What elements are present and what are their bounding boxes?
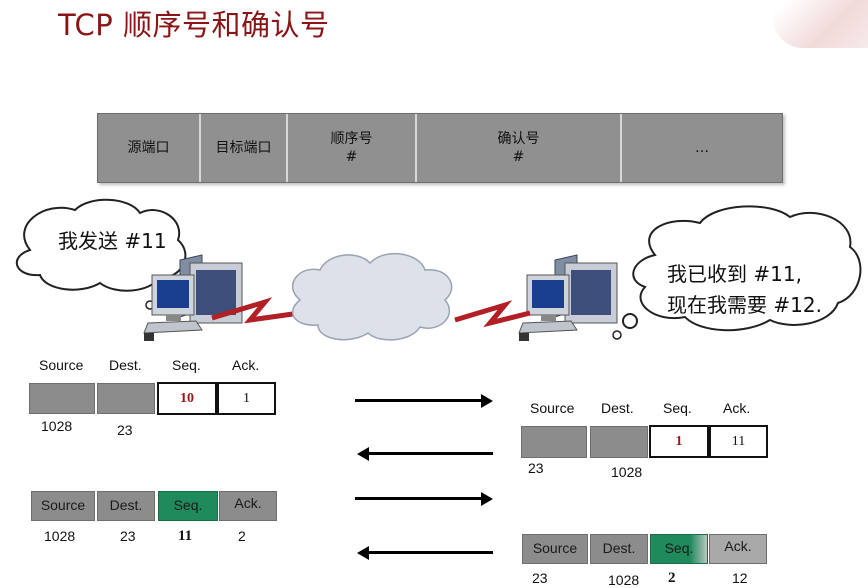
arrow-right (355, 497, 482, 500)
packet2-dest-field (590, 426, 648, 458)
page-title: TCP 顺序号和确认号 (58, 2, 329, 44)
packet1-ack-value: 1 (243, 391, 250, 406)
bubble-left-text: 我发送 #11 (58, 226, 167, 257)
packet2-source-field (521, 426, 587, 458)
field-dest-port: 目标端口 (201, 114, 288, 182)
packet1-seq-field: 10 (157, 382, 217, 415)
packet2-seq-field: 1 (649, 425, 709, 458)
packet1-dest-field (97, 383, 155, 414)
field-label: … (695, 139, 709, 157)
tcp-header-fields: 源端口 目标端口 顺序号 # 确认号 # … (97, 113, 783, 183)
packet4-ack-value: 12 (732, 570, 748, 586)
col-label-seq: Seq. (663, 400, 692, 416)
field-symbol: # (346, 148, 358, 166)
col-label-dest: Dest. (601, 400, 634, 416)
col-label-ack: Ack. (723, 400, 750, 416)
packet4-ack-field: Ack. (709, 534, 767, 564)
field-source-port: 源端口 (98, 114, 201, 182)
field-label: 确认号 (498, 130, 540, 148)
col-label-source: Source (39, 357, 83, 373)
packet3-ack-field: Ack. (219, 491, 277, 521)
field-ack-number: 确认号 # (417, 114, 622, 182)
packet3-source-field: Source (31, 491, 95, 521)
col-label-ack: Ack. (232, 357, 259, 373)
arrow-right-head (481, 394, 493, 408)
packet2-ack-field: 11 (709, 425, 768, 458)
packet2-source-value: 23 (528, 460, 544, 476)
packet2-ack-value: 11 (732, 434, 745, 449)
packet2-dest-value: 1028 (611, 464, 642, 480)
cloud-icon (293, 254, 452, 340)
col-label-ack: Ack. (234, 495, 261, 511)
packet4-dest-field: Dest. (590, 534, 648, 564)
packet4-seq-value: 2 (668, 570, 676, 587)
field-symbol: # (513, 148, 525, 166)
packet3-ack-value: 2 (238, 528, 246, 544)
arrow-left (368, 551, 493, 554)
arrow-left (368, 452, 493, 455)
packet2-seq-value: 1 (676, 434, 683, 449)
col-label-seq: Seq. (174, 497, 203, 513)
field-sequence-number: 顺序号 # (288, 114, 417, 182)
packet4-dest-value: 1028 (608, 572, 639, 588)
packet3-seq-value: 11 (178, 528, 192, 545)
arrow-left-head (357, 546, 369, 560)
col-label-seq: Seq. (172, 357, 201, 373)
packet1-ack-field: 1 (217, 382, 276, 415)
col-label-source: Source (533, 540, 577, 556)
col-label-source: Source (41, 497, 85, 513)
packet3-dest-field: Dest. (97, 491, 155, 521)
field-label: 顺序号 (331, 130, 373, 148)
field-label: 源端口 (128, 139, 170, 157)
packet3-seq-field: Seq. (158, 491, 218, 521)
col-label-seq: Seq. (665, 540, 694, 556)
packet4-source-field: Source (522, 534, 588, 564)
packet1-source-field (29, 383, 95, 414)
col-label-dest: Dest. (603, 540, 636, 556)
field-more: … (622, 114, 782, 182)
bubble-right-line1: 我已收到 #11, (667, 259, 802, 290)
arrow-right (355, 399, 482, 402)
corner-decoration (773, 0, 868, 48)
field-label: 目标端口 (216, 139, 272, 157)
packet4-source-value: 23 (532, 570, 548, 586)
col-label-source: Source (530, 400, 574, 416)
packet3-dest-value: 23 (120, 528, 136, 544)
col-label-dest: Dest. (109, 357, 142, 373)
packet1-source-value: 1028 (41, 418, 72, 434)
packet4-seq-field: Seq. (650, 534, 708, 564)
network-link (455, 305, 530, 323)
arrow-right-head (481, 492, 493, 506)
bubble-right-line2: 现在我需要 #12. (667, 290, 822, 321)
packet3-source-value: 1028 (44, 528, 75, 544)
col-label-dest: Dest. (110, 497, 143, 513)
computer-icon (519, 255, 617, 341)
arrow-left-head (357, 447, 369, 461)
col-label-ack: Ack. (724, 538, 751, 554)
packet1-seq-value: 10 (180, 391, 194, 406)
packet1-dest-value: 23 (117, 422, 133, 438)
